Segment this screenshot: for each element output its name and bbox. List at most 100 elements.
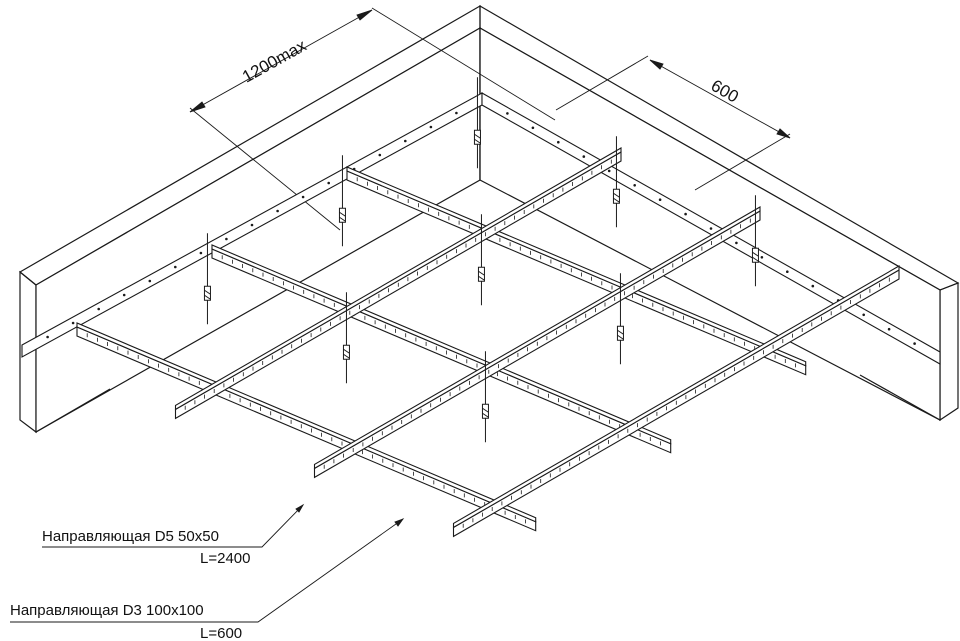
perimeter-right-hole — [607, 169, 611, 173]
hanger — [203, 233, 211, 325]
callout-2 — [10, 518, 405, 623]
hanger-spring-coil — [339, 211, 346, 222]
dim-long-extension-2 — [371, 7, 556, 121]
dim-short-arrow-1 — [649, 59, 664, 70]
main-rail-v3-slots — [86, 333, 526, 524]
callout-1-length: L=2400 — [200, 550, 250, 567]
main-rail-v2 — [211, 244, 672, 454]
perimeter-right-hole — [862, 313, 865, 317]
hanger-spring-coil — [752, 251, 759, 262]
dim-short-extension-1 — [555, 55, 649, 111]
callout-1-arrow — [295, 503, 305, 513]
dim-short-arrow-2 — [776, 128, 791, 139]
hanger-spring-clip — [342, 344, 350, 360]
perimeter-left-hole — [276, 209, 279, 213]
hanger-spring-coil — [613, 192, 620, 203]
hanger-spring-clip — [473, 129, 481, 145]
hanger-spring-clip — [612, 188, 620, 204]
cross-rail-u3-slots — [462, 277, 890, 528]
cross-rail-u3 — [452, 265, 900, 538]
hanger — [477, 214, 485, 306]
hanger-spring-clip — [616, 325, 624, 341]
hanger-spring-coil — [482, 407, 489, 418]
hanger-spring-coil — [204, 289, 211, 300]
main-rail-v1-flange — [346, 166, 807, 367]
perimeter-right-hole — [913, 342, 916, 345]
perimeter-right-hole — [582, 155, 586, 158]
left-wall-bottom — [35, 388, 111, 433]
callout-2-leader — [10, 518, 404, 623]
dim-long-line — [189, 9, 373, 113]
left-wall-inner — [35, 26, 481, 434]
perimeter-left-hole — [301, 195, 305, 199]
ceiling-grid-rails — [76, 147, 900, 538]
main-rail-v2-flange — [211, 244, 672, 445]
callout-2-name: Направляющая D3 100x100 — [10, 602, 204, 619]
perimeter-right-hole — [811, 284, 815, 288]
hanger-spring-clip — [338, 207, 346, 223]
perimeter-left-hole — [122, 293, 126, 297]
perimeter-right-hole — [531, 126, 535, 130]
main-rail-v3-flange — [76, 322, 537, 523]
hanger-spring-clip — [203, 285, 211, 301]
perimeter-right-hole — [760, 255, 764, 259]
perimeter-left-hole — [250, 223, 254, 227]
dim-short-line — [649, 59, 791, 139]
hangers — [203, 77, 759, 443]
perimeter-right-hole — [633, 184, 636, 187]
hanger-spring-clip — [751, 247, 759, 263]
cross-rail-u2 — [313, 206, 761, 479]
perimeter-left-hole — [71, 321, 75, 325]
hanger — [751, 195, 759, 287]
perimeter-left-hole — [455, 111, 458, 115]
perimeter-wall-profile — [21, 92, 941, 365]
callout-1-name: Направляющая D5 50x50 — [42, 528, 219, 545]
perimeter-right-hole — [658, 198, 662, 201]
cross-rail-u2-slots — [323, 218, 751, 469]
right-wall-bottom — [859, 374, 941, 421]
perimeter-left-hole — [378, 153, 382, 157]
main-rail-v2-slots — [221, 255, 661, 446]
dim-long-arrow-2 — [356, 9, 373, 21]
hanger — [616, 273, 624, 365]
cross-rail-u1-flange — [174, 147, 622, 411]
hanger — [481, 351, 489, 443]
dim-long-label: 1200max — [239, 36, 310, 87]
cross-rail-u3-flange — [452, 265, 900, 529]
perimeter-right-hole — [735, 241, 738, 245]
cross-rail-u1 — [174, 147, 622, 420]
dim-short-label: 600 — [708, 76, 742, 107]
dim-long-extension-1 — [189, 107, 341, 231]
perimeter-right-hole — [684, 212, 687, 216]
perimeter-left-hole — [404, 139, 407, 143]
callout-1-leader — [42, 504, 304, 548]
hanger-spring-coil — [474, 133, 481, 144]
perimeter-right-hole — [506, 112, 509, 115]
perimeter-left-hole — [429, 125, 433, 129]
hanger — [612, 136, 620, 228]
perimeter-left-hole — [225, 237, 228, 241]
hanger-spring-coil — [343, 348, 350, 359]
perimeter-left-hole — [199, 251, 203, 255]
main-rail-v3 — [76, 322, 537, 532]
perimeter-left-hole — [148, 279, 152, 283]
right-wall-end — [939, 282, 959, 422]
perimeter-right-hole — [887, 327, 891, 331]
dimension-lines — [189, 7, 791, 231]
hanger — [473, 77, 481, 169]
hanger — [338, 155, 346, 247]
callout-2-arrow — [394, 518, 405, 527]
hanger-spring-clip — [477, 266, 485, 282]
perimeter-left-hole — [97, 307, 100, 311]
hanger — [342, 292, 350, 384]
perimeter-right-hole — [786, 270, 789, 274]
perimeter-left-hole — [174, 265, 177, 269]
callout-1 — [42, 503, 305, 548]
perimeter-right-hole — [709, 227, 713, 230]
perimeter-right-hole — [557, 140, 560, 144]
main-rail-v1-slots — [356, 177, 796, 368]
hanger-spring-coil — [478, 270, 485, 281]
callout-2-length: L=600 — [200, 625, 242, 641]
